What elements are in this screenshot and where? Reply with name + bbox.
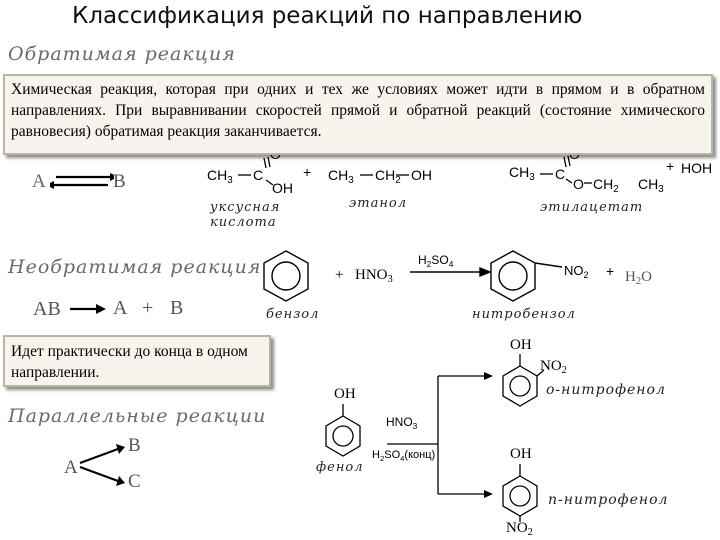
reagent-formula: HNO3 — [386, 415, 418, 431]
parallel-scheme: A B C — [30, 435, 160, 495]
phenol-nitration-structures — [325, 354, 545, 522]
plus-sign: + — [303, 164, 312, 180]
benzene-nitration-reaction: + HNO3 H2SO4 NO2 + H2O бензол нитробензо… — [250, 245, 720, 325]
nitro-group: NO2 — [564, 263, 589, 280]
page-title: Классификация реакций по направлению — [72, 3, 583, 29]
benzene-caption: бензол — [266, 307, 320, 322]
ortho-oh: OH — [510, 337, 532, 353]
irreversible-scheme-ab: AB — [33, 298, 61, 320]
section-heading-parallel: Параллельные реакции — [8, 405, 267, 427]
parallel-scheme-a: A — [64, 457, 78, 478]
ethanol-caption: этанол — [349, 196, 408, 211]
reversible-scheme-a: A — [32, 171, 46, 192]
section-heading-irreversible: Необратимая реакция — [8, 256, 262, 278]
phenol-oh: OH — [334, 386, 356, 402]
irreversible-scheme-b: B — [170, 297, 184, 319]
reaction-conditions: H2SO4(конц) — [372, 449, 436, 463]
esterification-bonds — [238, 155, 592, 186]
section-heading-reversible: Обратимая реакция — [8, 43, 236, 65]
irreversible-scheme-a: A — [113, 297, 128, 319]
reversible-definition-box: Химическая реакция, которая при одних и … — [3, 74, 713, 155]
irreversible-scheme-plus: + — [142, 297, 154, 319]
plus-sign: + — [666, 158, 675, 174]
irreversible-scheme: AB A + B — [30, 295, 200, 325]
acetic-acid-oh: OH — [272, 180, 293, 196]
irreversible-definition-box: Идет практически до конца в одном направ… — [3, 335, 271, 387]
nitrobenzene-caption: нитробензол — [472, 307, 576, 322]
ortho-nitro-group: NO2 — [540, 358, 567, 376]
branching-arrows-icon — [79, 444, 125, 486]
acetic-acid-ch3: CH3 — [207, 167, 233, 186]
parallel-scheme-c: C — [128, 471, 141, 492]
parallel-scheme-b: B — [128, 435, 141, 456]
ortho-nitrophenol-caption: о-нитрофенол — [546, 382, 666, 398]
para-oh: OH — [510, 446, 532, 462]
nitric-acid-formula: HNO3 — [355, 267, 393, 285]
equilibrium-arrows-icon — [50, 173, 114, 189]
ethanol-ch2: CH2 — [375, 167, 401, 186]
reversible-scheme: A B — [30, 166, 140, 196]
ester-ch3: CH3 — [509, 164, 535, 183]
acetic-acid-caption: уксусная кислота — [210, 200, 281, 230]
catalyst-formula: H2SO4 — [418, 253, 454, 269]
phenol-nitration-reaction: OH фенол HNO3 H2SO4(конц) OH NO2 о-нитро… — [300, 336, 720, 540]
para-nitro-group: NO2 — [506, 520, 533, 538]
reversible-scheme-b: B — [113, 171, 126, 192]
ester-c: C — [555, 166, 566, 182]
phenol-caption: фенол — [316, 460, 364, 475]
water-formula: H2O — [625, 269, 652, 287]
ethanol-oh: OH — [411, 167, 432, 183]
plus-sign: + — [335, 267, 344, 283]
acetic-acid-c: C — [253, 167, 264, 183]
water-formula: HOH — [681, 160, 713, 176]
ester-ch2: CH2 — [593, 176, 619, 195]
plus-sign: + — [606, 263, 615, 279]
ester-bridge-o: O — [573, 176, 584, 192]
ethanol-ch3: CH3 — [328, 167, 354, 186]
ethyl-acetate-caption: этилацетат — [540, 200, 644, 215]
right-arrow-icon — [70, 304, 106, 314]
para-nitrophenol-caption: п-нитрофенол — [548, 492, 669, 508]
ester-ch3-end: CH3 — [638, 176, 664, 195]
benzene-ring-icon — [263, 250, 563, 302]
